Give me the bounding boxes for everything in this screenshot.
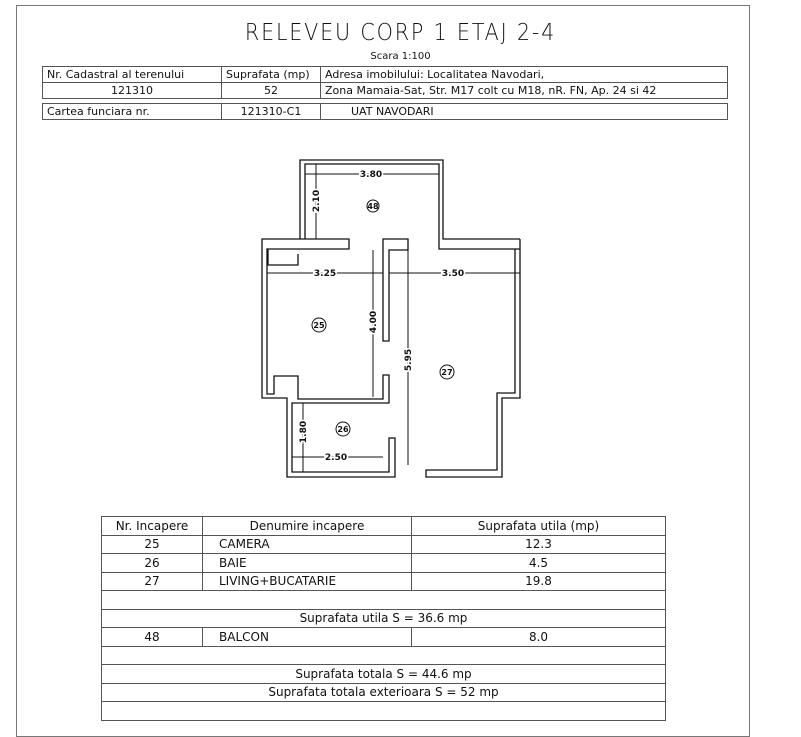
- cadastral-value: 121310: [42, 82, 222, 99]
- balcony-nr: 48: [101, 627, 203, 647]
- dim-room25-depth: 4.00: [369, 311, 379, 333]
- room-nr: 25: [101, 534, 203, 554]
- dim-living-depth: 5.95: [404, 349, 414, 371]
- balcony-outer-wall: [299, 159, 520, 240]
- room-nr: 27: [101, 571, 203, 591]
- corner-notch: [267, 249, 299, 266]
- useful-total: Suprafata utila S = 36.6 mp: [101, 608, 666, 628]
- room-label-48: 48: [367, 202, 379, 211]
- carte-table: Cartea funciara nr. 121310-C1 UAT NAVODA…: [42, 103, 728, 120]
- table-header-row: Nr. Incapere Denumire incapere Suprafata…: [101, 516, 666, 536]
- living-right-wall: [425, 239, 521, 478]
- room-name: BAIE: [202, 553, 412, 573]
- table-row: 25 CAMERA 12.3: [101, 534, 666, 554]
- table-row: 26 BAIE 4.5: [101, 553, 666, 573]
- page-title: RELEVEU CORP 1 ETAJ 2-4: [244, 20, 557, 46]
- dim-room25-width: 3.25: [314, 269, 336, 279]
- header-area: Suprafata utila (mp): [411, 516, 666, 536]
- balcony-area: 8.0: [411, 627, 666, 647]
- room-markers: [311, 199, 455, 437]
- balcony-inner-wall: [304, 163, 520, 250]
- header-nr: Nr. Incapere: [101, 516, 203, 536]
- uat-label: UAT NAVODARI: [320, 103, 728, 120]
- room-name: CAMERA: [202, 534, 412, 554]
- left-walls: [261, 238, 396, 478]
- room-area: 12.3: [411, 534, 666, 554]
- room-name: LIVING+BUCATARIE: [202, 571, 412, 591]
- carte-label: Cartea funciara nr.: [42, 103, 222, 120]
- table-row: 48 BALCON 8.0: [101, 627, 666, 647]
- empty-row: [101, 701, 666, 721]
- area-value: 52: [221, 82, 321, 99]
- dimension-lines: [267, 164, 520, 472]
- room-nr: 26: [101, 553, 203, 573]
- room-label-25: 25: [313, 321, 325, 330]
- room-area: 19.8: [411, 571, 666, 591]
- balcony-name: BALCON: [202, 627, 412, 647]
- header-name: Denumire incapere: [202, 516, 412, 536]
- dim-living-width: 3.50: [442, 269, 464, 279]
- dim-balcony-width: 3.80: [360, 170, 382, 180]
- dim-balcony-depth: 2.10: [312, 190, 322, 212]
- total-area: Suprafata totala S = 44.6 mp: [101, 664, 666, 684]
- partition-wall: [382, 238, 409, 342]
- dim-bath-depth: 1.80: [299, 421, 309, 443]
- rooms-table: Nr. Incapere Denumire incapere Suprafata…: [101, 516, 666, 721]
- address-value: Zona Mamaia-Sat, Str. M17 colt cu M18, n…: [320, 82, 728, 99]
- table-row: 27 LIVING+BUCATARIE 19.8: [101, 571, 666, 591]
- room-label-27: 27: [441, 368, 452, 377]
- empty-row: [101, 590, 666, 610]
- walls: [261, 159, 521, 478]
- empty-row: [101, 645, 666, 665]
- room-area: 4.5: [411, 553, 666, 573]
- floor-plan: 3.80 2.10 3.25 3.50 4.00 5.95 1.80 2.50 …: [261, 159, 521, 478]
- room-label-26: 26: [337, 425, 349, 434]
- exterior-total-area: Suprafata totala exterioara S = 52 mp: [101, 682, 666, 702]
- scale-label: Scara 1:100: [370, 51, 431, 62]
- dim-bath-width: 2.50: [325, 453, 347, 463]
- info-table: Nr. Cadastral al terenului Suprafata (mp…: [42, 66, 728, 99]
